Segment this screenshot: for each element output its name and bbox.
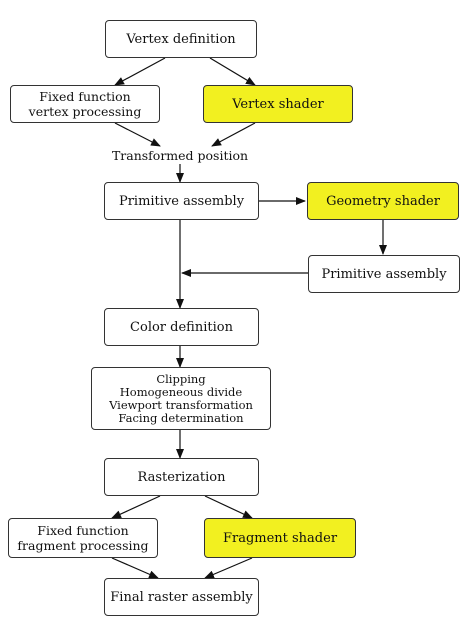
geometry-shader-node: Geometry shader: [307, 182, 459, 220]
arrow-fshader-to-final: [204, 557, 253, 579]
clip-line-3: Viewport transformation: [109, 397, 253, 412]
fixed-fragment-processing-node: Fixed function fragment processing: [8, 518, 158, 558]
vertex-shader-label: Vertex shader: [232, 96, 324, 112]
arrow-raster-to-fixedfrag: [111, 495, 161, 519]
vertex-definition-label: Vertex definition: [126, 31, 236, 47]
fixed-fragment-line-1: Fixed function: [37, 523, 129, 538]
vertex-definition-node: Vertex definition: [105, 20, 257, 58]
fixed-fragment-line-2: fragment processing: [17, 538, 149, 553]
clip-line-2: Homogeneous divide: [119, 384, 243, 399]
clipping-stage-node: Clipping Homogeneous divide Viewport tra…: [91, 367, 271, 430]
primitive-assembly-2-node: Primitive assembly: [308, 255, 460, 293]
geometry-shader-label: Geometry shader: [326, 193, 440, 209]
vertex-shader-node: Vertex shader: [203, 85, 353, 123]
arrow-vshader-to-transformed: [211, 122, 256, 147]
final-raster-label: Final raster assembly: [110, 589, 253, 605]
primitive-assembly-node: Primitive assembly: [104, 182, 259, 220]
transformed-position-label: Transformed position: [111, 148, 249, 163]
fixed-vertex-processing-node: Fixed function vertex processing: [10, 85, 160, 123]
arrow-fixed-to-transformed: [114, 122, 161, 147]
rasterization-node: Rasterization: [104, 458, 259, 496]
arrow-vertexdef-to-vshader: [209, 57, 256, 86]
color-definition-node: Color definition: [104, 308, 259, 346]
arrow-vertexdef-to-fixed: [114, 57, 166, 86]
arrow-raster-to-fshader: [204, 495, 253, 519]
primitive-assembly-2-label: Primitive assembly: [321, 266, 447, 282]
fragment-shader-node: Fragment shader: [204, 518, 356, 558]
fixed-vertex-line-1: Fixed function: [39, 89, 131, 104]
color-definition-label: Color definition: [130, 319, 233, 335]
clip-line-4: Facing determination: [118, 410, 244, 425]
arrow-fixedfrag-to-final: [111, 557, 159, 579]
primitive-assembly-label: Primitive assembly: [118, 193, 245, 209]
rasterization-label: Rasterization: [137, 469, 226, 485]
fixed-vertex-line-2: vertex processing: [28, 104, 142, 119]
fragment-shader-label: Fragment shader: [222, 530, 338, 546]
final-raster-assembly-node: Final raster assembly: [104, 578, 259, 616]
clip-line-1: Clipping: [156, 371, 206, 386]
